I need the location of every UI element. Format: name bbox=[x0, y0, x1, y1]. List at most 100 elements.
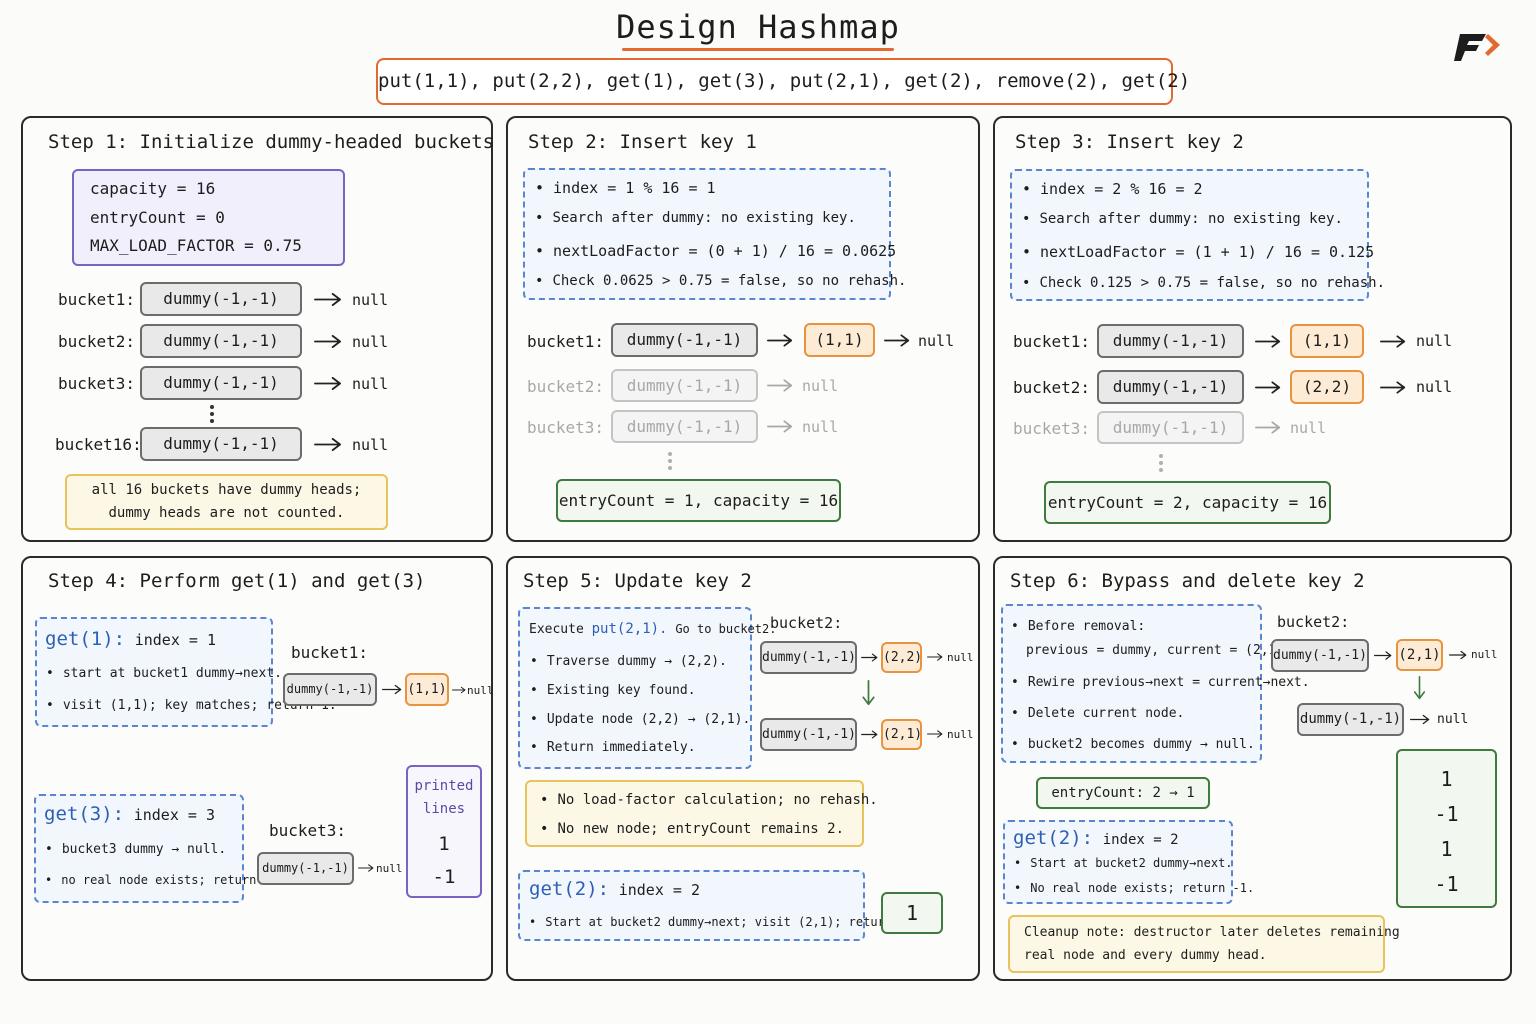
step1-bucket1-null: null bbox=[352, 291, 389, 309]
step2-bullet-loadfactor: nextLoadFactor = (0 + 1) / 16 = 0.0625 bbox=[535, 242, 896, 260]
step2-status-text: entryCount = 1, capacity = 16 bbox=[558, 491, 839, 510]
right-arrow-icon bbox=[358, 863, 374, 873]
step2-bucket2-label: bucket2: bbox=[527, 377, 605, 396]
right-arrow-icon bbox=[927, 729, 943, 739]
step3-bucket2-label: bucket2: bbox=[1013, 378, 1091, 397]
step6-note-box bbox=[1008, 915, 1385, 973]
step6-count-box bbox=[1036, 777, 1210, 809]
step6-before-null: null bbox=[1471, 648, 1498, 661]
step2-bullet-search: Search after dummy: no existing key. bbox=[535, 210, 855, 226]
step3-bullet-search: Search after dummy: no existing key. bbox=[1022, 211, 1342, 227]
step5-note2: No new node; entryCount remains 2. bbox=[540, 821, 844, 837]
step1-bucket2-dummy: dummy(-1,-1) bbox=[140, 324, 302, 358]
output-line-4: -1 bbox=[1434, 872, 1459, 896]
output-line-3: 1 bbox=[1440, 837, 1453, 861]
step1-bucket16-label: bucket16: bbox=[55, 435, 142, 454]
step2-bucket1-label: bucket1: bbox=[527, 332, 605, 351]
step6-dummy-after: dummy(-1,-1) bbox=[1297, 703, 1404, 736]
step2-bucket3-null: null bbox=[802, 418, 839, 436]
step3-title: Step 3: Insert key 2 bbox=[1015, 131, 1244, 153]
step4-get1-bullet2: visit (1,1); key matches; return 1. bbox=[46, 698, 337, 713]
step3-bucket2-null: null bbox=[1416, 378, 1453, 396]
step4-title: Step 4: Perform get(1) and get(3) bbox=[48, 570, 426, 592]
operations-sequence: put(1,1), put(2,2), get(1), get(3), put(… bbox=[376, 58, 1190, 105]
step5-result-box bbox=[881, 892, 943, 934]
step2-status-box bbox=[556, 479, 841, 522]
right-arrow-icon bbox=[767, 420, 793, 433]
step4-printed-box bbox=[406, 765, 482, 898]
config-entry-count: entryCount = 0 bbox=[90, 208, 225, 227]
config-capacity: capacity = 16 bbox=[90, 179, 216, 198]
printed-value-2: -1 bbox=[432, 866, 456, 888]
step6-note-line1: Cleanup note: destructor later deletes r… bbox=[1024, 925, 1400, 940]
step5-node-2-1: (2,1) bbox=[881, 719, 922, 750]
step3-node-1-1: (1,1) bbox=[1290, 324, 1364, 358]
step6-count-text: entryCount: 2 → 1 bbox=[1051, 785, 1195, 801]
step5-intro-pre: Execute bbox=[529, 622, 584, 637]
get1-call: get(1): bbox=[45, 628, 126, 650]
get3-call: get(3): bbox=[44, 803, 125, 825]
step4-get1-header: get(1): index = 1 bbox=[45, 628, 216, 650]
right-arrow-icon bbox=[314, 438, 342, 451]
step5-get2-call: get(2): bbox=[529, 878, 610, 900]
step6-bullet4: bucket2 becomes dummy → null. bbox=[1011, 737, 1255, 752]
step5-get2-index: index = 2 bbox=[618, 881, 700, 899]
right-arrow-icon bbox=[1374, 650, 1392, 661]
get1-index: index = 1 bbox=[134, 631, 216, 649]
step1-note-line2: dummy heads are not counted. bbox=[108, 505, 345, 521]
step6-get2-call: get(2): bbox=[1013, 827, 1094, 849]
step6-output-box bbox=[1396, 749, 1497, 908]
step4-bucket3-dummy: dummy(-1,-1) bbox=[257, 852, 354, 885]
step6-dummy-before: dummy(-1,-1) bbox=[1271, 639, 1369, 672]
step4-get3-header: get(3): index = 3 bbox=[44, 803, 215, 825]
step3-bullet-loadfactor: nextLoadFactor = (1 + 1) / 16 = 0.125 bbox=[1022, 243, 1374, 261]
step5-bullet2: Existing key found. bbox=[530, 683, 696, 698]
step5-dummy-after: dummy(-1,-1) bbox=[760, 718, 857, 751]
step5-intro-post: Go to bucket2. bbox=[675, 622, 777, 636]
step2-bullet-check: Check 0.0625 > 0.75 = false, so no rehas… bbox=[535, 273, 906, 289]
step6-bullet2: Rewire previous→next = current→next. bbox=[1011, 675, 1310, 690]
right-arrow-icon bbox=[314, 335, 342, 348]
step3-status-box bbox=[1044, 481, 1331, 524]
step6-bullet1: Before removal: bbox=[1011, 619, 1145, 634]
step1-bucket16-dummy: dummy(-1,-1) bbox=[140, 427, 302, 461]
step6-pointers: previous = dummy, current = (2,1). bbox=[1026, 643, 1293, 658]
right-arrow-icon bbox=[861, 652, 878, 663]
step1-title: Step 1: Initialize dummy-headed buckets bbox=[48, 131, 495, 153]
step5-title: Step 5: Update key 2 bbox=[523, 570, 752, 592]
step4-node-1-1: (1,1) bbox=[405, 673, 449, 706]
step4-bucket1-label: bucket1: bbox=[291, 643, 369, 662]
step6-get2-header: get(2): index = 2 bbox=[1013, 827, 1179, 849]
step3-status-text: entryCount = 2, capacity = 16 bbox=[1047, 493, 1328, 512]
step1-bucket2-label: bucket2: bbox=[58, 332, 136, 351]
step4-bucket3-null: null bbox=[376, 862, 403, 875]
right-arrow-icon bbox=[767, 334, 793, 347]
step3-bullet-check: Check 0.125 > 0.75 = false, so no rehash… bbox=[1022, 275, 1385, 291]
right-arrow-icon bbox=[1410, 714, 1430, 725]
vertical-ellipsis-icon bbox=[1159, 454, 1165, 475]
brand-logo-icon bbox=[1454, 34, 1500, 61]
step1-bucket1-dummy: dummy(-1,-1) bbox=[140, 282, 302, 316]
right-arrow-icon bbox=[1449, 650, 1467, 660]
right-arrow-icon bbox=[1255, 421, 1281, 434]
step5-after-null: null bbox=[947, 728, 974, 741]
step4-bucket1-dummy: dummy(-1,-1) bbox=[283, 673, 377, 706]
step1-note-line1: all 16 buckets have dummy heads; bbox=[91, 482, 362, 498]
step1-config-box bbox=[72, 169, 345, 266]
title-underline bbox=[622, 48, 894, 51]
step4-bucket1-null: null bbox=[467, 684, 494, 697]
right-arrow-icon bbox=[927, 652, 943, 662]
step3-bucket1-label: bucket1: bbox=[1013, 332, 1091, 351]
step3-bucket2-dummy: dummy(-1,-1) bbox=[1097, 370, 1244, 404]
step1-bucket3-null: null bbox=[352, 375, 389, 393]
printed-label-line2: lines bbox=[422, 801, 466, 817]
step6-get2-bullet1: Start at bucket2 dummy→next. bbox=[1014, 856, 1232, 870]
step1-bucket3-dummy: dummy(-1,-1) bbox=[140, 366, 302, 400]
step3-bucket1-dummy: dummy(-1,-1) bbox=[1097, 324, 1244, 358]
step3-bucket3-null: null bbox=[1290, 419, 1327, 437]
step5-get2-header: get(2): index = 2 bbox=[529, 878, 700, 900]
step5-bullet1: Traverse dummy → (2,2). bbox=[530, 654, 727, 669]
step1-note-box bbox=[65, 474, 388, 530]
step2-bullet-index: index = 1 % 16 = 1 bbox=[535, 179, 716, 197]
step2-bucket1-dummy: dummy(-1,-1) bbox=[611, 323, 758, 357]
